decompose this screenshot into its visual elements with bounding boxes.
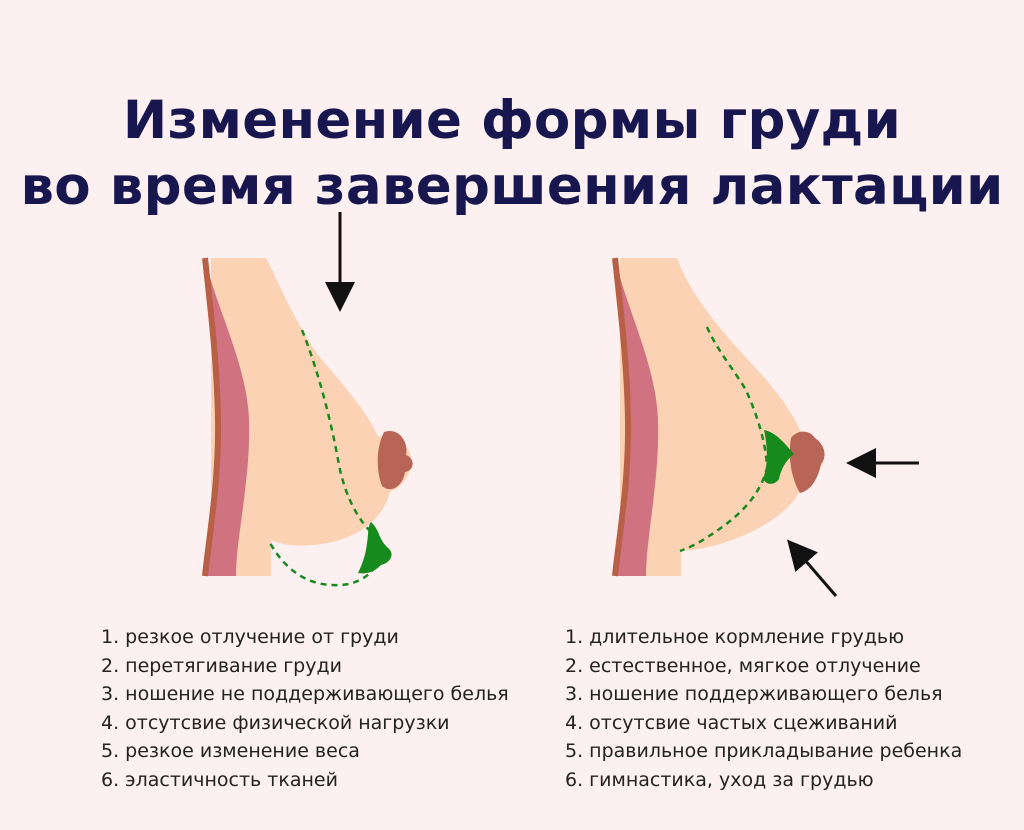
left-breast-diagram [202, 257, 413, 587]
right-factor-3: 3. ношение поддерживающего белья [565, 683, 943, 706]
left-factor-4: 4. отсутсвие физической нагрузки [101, 711, 450, 734]
right-factors-list: 1. длительное кормление грудью 2. естест… [565, 623, 962, 795]
title-line-2: во время завершения лактации [20, 155, 1004, 217]
right-factor-1: 1. длительное кормление грудью [565, 626, 905, 648]
right-factor-6: 6. гимнастика, уход за грудью [565, 768, 874, 791]
left-factor-5: 5. резкое изменение веса [101, 740, 360, 763]
left-factor-3: 3. ношение не поддерживающего белья [101, 683, 509, 706]
left-nipple [377, 430, 413, 490]
left-chest-edge [202, 257, 222, 577]
left-factor-2: 2. перетягивание груди [101, 654, 342, 677]
right-breast-diagram [612, 257, 825, 577]
left-breast-skin [211, 258, 412, 576]
left-gland [358, 522, 392, 574]
left-factor-6: 6. эластичность тканей [101, 768, 338, 791]
right-breast-skin [620, 258, 824, 576]
direction-arrows [325, 212, 919, 597]
diagonal-arrow-icon [787, 539, 838, 597]
right-chest-edge [612, 257, 632, 577]
right-factor-5: 5. правильное прикладывание ребенка [565, 740, 963, 763]
page-title: Изменение формы груди во время завершени… [0, 88, 1024, 220]
right-factor-4: 4. отсутсвие частых сцеживаний [565, 711, 898, 734]
left-factor-1: 1. резкое отлучение от груди [101, 626, 399, 648]
title-line-1: Изменение формы груди [122, 89, 902, 151]
left-factors-list: 1. резкое отлучение от груди 2. перетяги… [101, 623, 509, 795]
right-gland [763, 430, 794, 484]
right-nipple [789, 431, 825, 493]
right-factor-2: 2. естественное, мягкое отлучение [565, 654, 921, 677]
